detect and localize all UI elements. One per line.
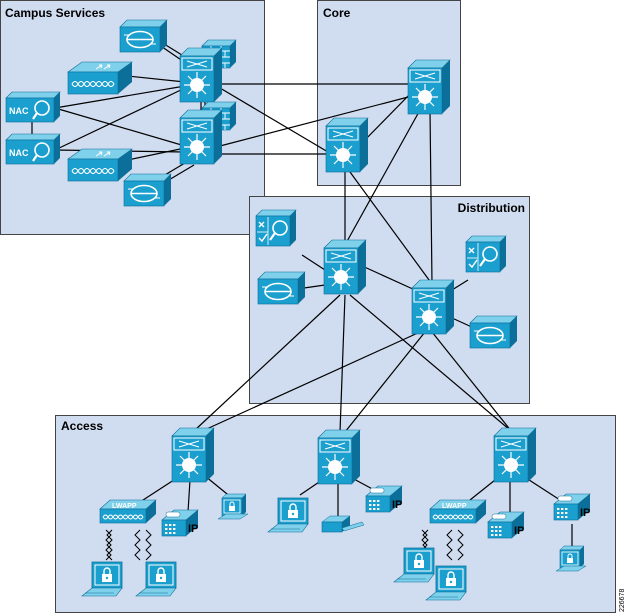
nac-appliance-icon: NAC <box>5 133 61 165</box>
lwapp-label: LWAPP <box>112 503 137 510</box>
multilayer-switch-icon <box>179 47 223 103</box>
nac-label: NAC <box>9 148 29 158</box>
ids-sensor-icon <box>254 208 298 248</box>
multilayer-switch-icon <box>407 59 451 115</box>
secure-workstation-icon <box>217 493 249 520</box>
wan-optimizer-icon <box>119 19 168 53</box>
zone-label-campus-services: Campus Services <box>5 6 105 20</box>
multilayer-switch-icon <box>179 109 223 165</box>
multilayer-switch-icon <box>171 427 215 483</box>
ip-phone-icon: IP <box>553 493 591 521</box>
figure-number: 226678 <box>619 589 626 612</box>
secure-workstation-icon <box>555 545 587 572</box>
zone-label-core: Core <box>323 6 351 20</box>
nac-label: NAC <box>9 106 29 116</box>
wireless-lan-controller-icon <box>67 61 133 95</box>
ip-label: IP <box>392 499 402 511</box>
ids-sensor-icon <box>464 234 508 274</box>
ip-phone-icon: IP <box>487 511 525 539</box>
ip-phone-icon: IP <box>365 485 403 513</box>
zone-label-access: Access <box>61 419 103 433</box>
wireless-lan-controller-icon <box>67 148 133 182</box>
multilayer-switch-icon <box>325 117 369 173</box>
ip-label: IP <box>580 507 590 519</box>
multilayer-switch-icon <box>493 427 537 483</box>
wan-optimizer-icon <box>469 315 518 349</box>
wireless-links <box>105 529 464 561</box>
lwapp-label: LWAPP <box>442 503 467 510</box>
lwapp-access-point-icon: LWAPP <box>99 499 157 524</box>
zone-label-distribution: Distribution <box>458 201 525 215</box>
nac-appliance-icon: NAC <box>5 91 61 123</box>
ip-label: IP <box>514 525 524 537</box>
multilayer-switch-icon <box>323 239 367 295</box>
multilayer-switch-icon <box>411 279 455 335</box>
lwapp-access-point-icon: LWAPP <box>429 499 487 524</box>
ip-phone-icon: IP <box>161 509 199 537</box>
wan-optimizer-icon <box>257 271 306 305</box>
multilayer-switch-icon <box>317 429 361 485</box>
ip-label: IP <box>188 523 198 535</box>
wan-optimizer-icon <box>123 173 172 207</box>
